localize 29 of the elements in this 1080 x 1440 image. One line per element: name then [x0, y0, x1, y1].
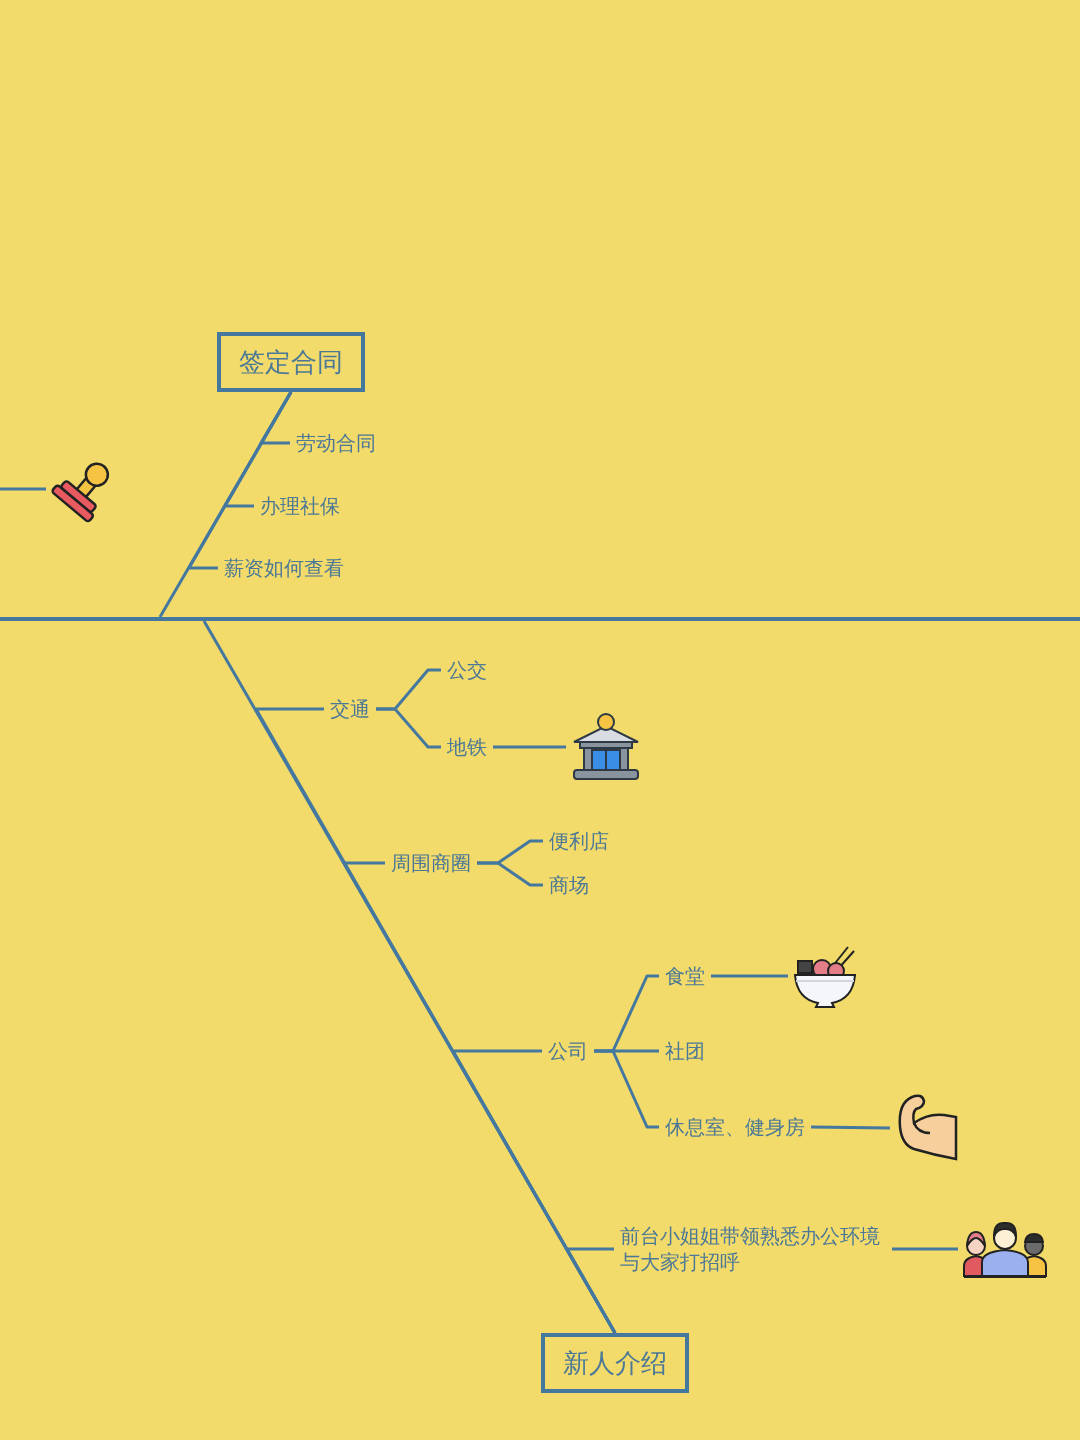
branch-label: 办理社保 — [260, 492, 340, 520]
people-icon — [962, 1220, 1048, 1278]
connector-line — [376, 707, 441, 749]
branch-label: 交通 — [330, 695, 370, 723]
connector-line — [0, 487, 46, 491]
branch-label: 商场 — [549, 871, 589, 899]
branch-label: 薪资如何查看 — [224, 554, 344, 582]
category-box: 新人介绍 — [541, 1333, 689, 1393]
branch-label: 社团 — [665, 1037, 705, 1065]
connector-line — [711, 974, 788, 978]
branch-label: 周围商圈 — [391, 849, 471, 877]
branch-label: 食堂 — [665, 962, 705, 990]
connector-line — [477, 861, 543, 887]
connector-line — [187, 391, 293, 570]
branch-label: 公交 — [447, 656, 487, 684]
branch-label: 地铁 — [447, 733, 487, 761]
connector-line — [565, 1247, 617, 1334]
bank-icon — [570, 712, 642, 782]
connector-line — [594, 1049, 659, 1129]
branch-label: 休息室、健身房 — [665, 1113, 805, 1141]
connector-line — [810, 1125, 891, 1130]
category-box: 签定合同 — [217, 332, 365, 392]
branch-label: 劳动合同 — [296, 429, 376, 457]
branch-label: 便利店 — [549, 827, 609, 855]
branch-label: 公司 — [548, 1037, 588, 1065]
connector-line — [493, 745, 566, 749]
branch-label: 前台小姐姐带领熟悉办公环境与大家打招呼 — [620, 1223, 886, 1275]
connector-line — [892, 1247, 958, 1251]
fishbone-spine — [0, 617, 1080, 621]
